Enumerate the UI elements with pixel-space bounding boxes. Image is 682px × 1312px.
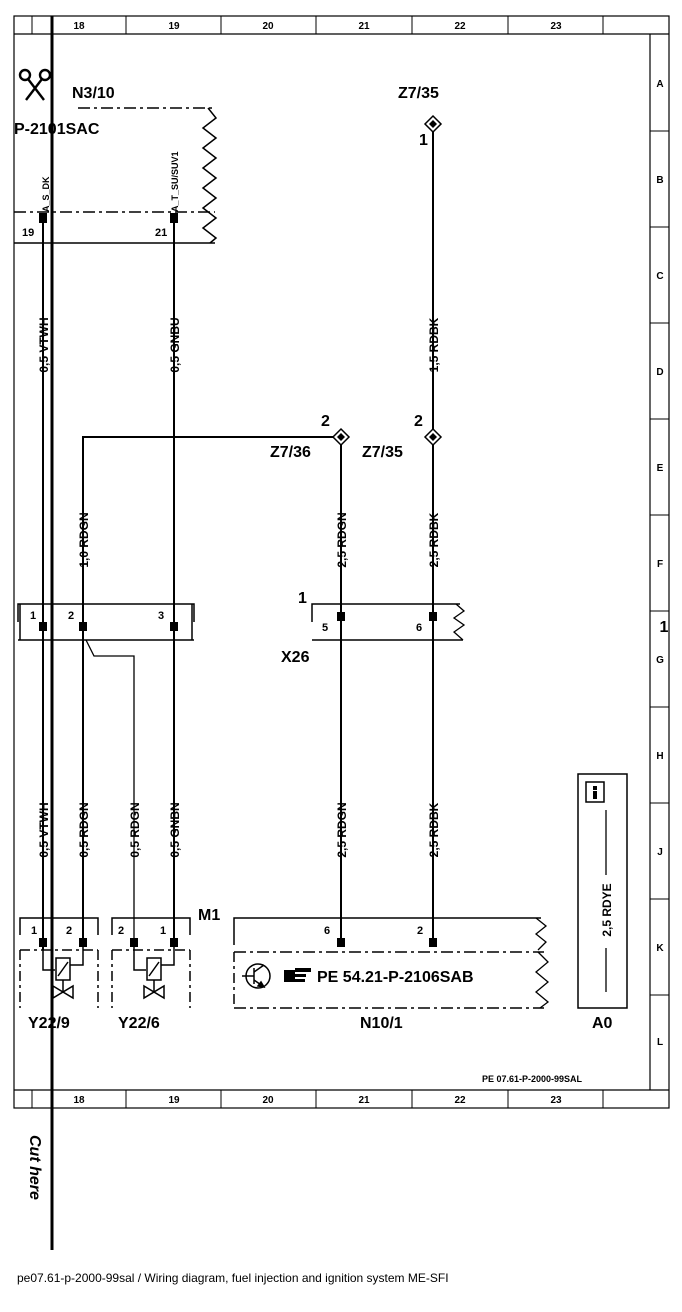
column-number: 23 (550, 1095, 562, 1106)
row-letter: L (657, 1037, 663, 1048)
n3-10-pin-left: 19 (22, 227, 34, 239)
n10-1-pin-b: 2 (417, 925, 423, 937)
row-letter: C (656, 271, 663, 282)
z7-35-top-pin: 1 (419, 132, 428, 149)
x26-pin-marker: 1 (298, 590, 307, 607)
n3-10-unit: N3/10 P-2101SAC A_S_DK A_T_SU/SUV1 19 21 (14, 85, 218, 244)
pin-sockets (39, 213, 437, 947)
wire-rdgn-10 (82, 436, 334, 628)
column-number: 21 (358, 21, 370, 32)
y22-6-valve: 2 1 Y22/6 (111, 917, 191, 1032)
x26-pin-b: 6 (416, 622, 422, 634)
row-letter: K (656, 943, 664, 954)
row-letter: J (657, 847, 663, 858)
connector-left (17, 603, 195, 641)
side-marker: 1 (660, 619, 669, 636)
column-number: 22 (454, 1095, 466, 1106)
n3-10-name: N3/10 (72, 85, 115, 102)
row-letter: E (657, 463, 664, 474)
header-column-numbers: 18 19 20 21 22 23 (73, 21, 562, 32)
z7-36-pin: 2 (321, 413, 330, 430)
n10-1-pin-a: 6 (324, 925, 330, 937)
column-number: 18 (73, 21, 85, 32)
y22-6-pin-2: 2 (118, 925, 124, 937)
doc-reference: PE 07.61-P-2000-99SAL (482, 1074, 583, 1084)
row-letter: A (656, 79, 663, 90)
wire-label: 0,5 RDGN (77, 802, 91, 857)
frame (13, 15, 670, 1109)
connector-left-pin-2: 2 (68, 610, 74, 622)
x26-name: X26 (281, 649, 310, 666)
a0-wire-label: 2,5 RDYE (600, 883, 614, 936)
scissors-icon (18, 68, 52, 101)
column-number: 20 (262, 1095, 274, 1106)
footer-column-numbers: 18 19 20 21 22 23 (73, 1095, 562, 1106)
y22-9-pin-1: 1 (31, 925, 37, 937)
wire-label: 0,5 RDGN (128, 802, 142, 857)
info-icon (585, 781, 605, 803)
z7-35-top-name: Z7/35 (398, 85, 439, 102)
n3-10-pin-right: 21 (155, 227, 167, 239)
wire-label: 2,5 RDBK (427, 802, 441, 857)
valve-icon (143, 984, 165, 1000)
n10-1-ref: PE 54.21-P-2106SAB (317, 969, 474, 986)
m1-name: M1 (198, 907, 220, 924)
n10-1-unit: 6 2 PE 54.21-P-2106SAB N10/1 (233, 917, 550, 1032)
a0-name: A0 (592, 1015, 613, 1032)
wire-label: 0,5 VTWH (37, 317, 51, 372)
column-number: 22 (454, 21, 466, 32)
row-letter: G (656, 655, 664, 666)
column-number: 23 (550, 21, 562, 32)
wire-label: 2,5 RDGN (335, 512, 349, 567)
wire-label: 0,5 VTWH (37, 802, 51, 857)
row-letter: D (656, 367, 663, 378)
connector-left-pin-1: 1 (30, 610, 36, 622)
z7-35-mid-name: Z7/35 (362, 444, 403, 461)
column-number: 18 (73, 1095, 85, 1106)
z7-35-top: Z7/35 1 (398, 85, 443, 149)
y22-9-valve: 1 2 Y22/9 (19, 917, 99, 1032)
row-letter: F (657, 559, 663, 570)
z7-36: 2 Z7/36 (270, 413, 351, 461)
n3-10-signal-left: A_S_DK (41, 176, 51, 212)
column-number: 21 (358, 1095, 370, 1106)
wires (42, 130, 434, 950)
z7-36-name: Z7/36 (270, 444, 311, 461)
x26-connector: 1 5 6 X26 (281, 590, 466, 666)
column-number: 19 (168, 21, 180, 32)
y22-6-name: Y22/6 (118, 1015, 160, 1032)
page-caption: pe07.61-p-2000-99sal / Wiring diagram, f… (17, 1271, 449, 1285)
row-letter: B (656, 175, 663, 186)
cut-here-label: Cut here (26, 1135, 43, 1200)
wire-rdgn-05-b (85, 639, 135, 945)
wire-label: 1,0 RDGN (77, 512, 91, 567)
x26-pin-a: 5 (322, 622, 328, 634)
hand-pointer-icon (284, 968, 311, 982)
wire-label: 2,5 RDBK (427, 512, 441, 567)
z7-35-mid-pin: 2 (414, 413, 423, 430)
y22-9-pin-2: 2 (66, 925, 72, 937)
column-number: 19 (168, 1095, 180, 1106)
wire-label: 1,5 RDBK (427, 317, 441, 372)
row-letter: H (656, 751, 663, 762)
connector-left-pin-3: 3 (158, 610, 164, 622)
z7-35-mid: 2 Z7/35 (362, 413, 443, 461)
row-letters: A B C D E F G H J K L 1 (656, 79, 668, 1048)
wire-labels: 0,5 VTWH 0,5 GNBU 1,5 RDBK 1,0 RDGN 2,5 … (37, 317, 441, 857)
a0-unit: 2,5 RDYE A0 (577, 773, 628, 1032)
valve-icon (52, 984, 74, 1000)
n3-10-signal-right: A_T_SU/SUV1 (170, 151, 180, 212)
transistor-icon (242, 963, 271, 989)
n3-10-part: P-2101SAC (14, 121, 100, 138)
wire-label: 0,5 GNBN (168, 802, 182, 857)
y22-9-name: Y22/9 (28, 1015, 70, 1032)
n10-1-name: N10/1 (360, 1015, 403, 1032)
y22-6-pin-1: 1 (160, 925, 166, 937)
column-number: 20 (262, 21, 274, 32)
wire-label: 2,5 RDGN (335, 802, 349, 857)
wire-label: 0,5 GNBU (168, 317, 182, 372)
